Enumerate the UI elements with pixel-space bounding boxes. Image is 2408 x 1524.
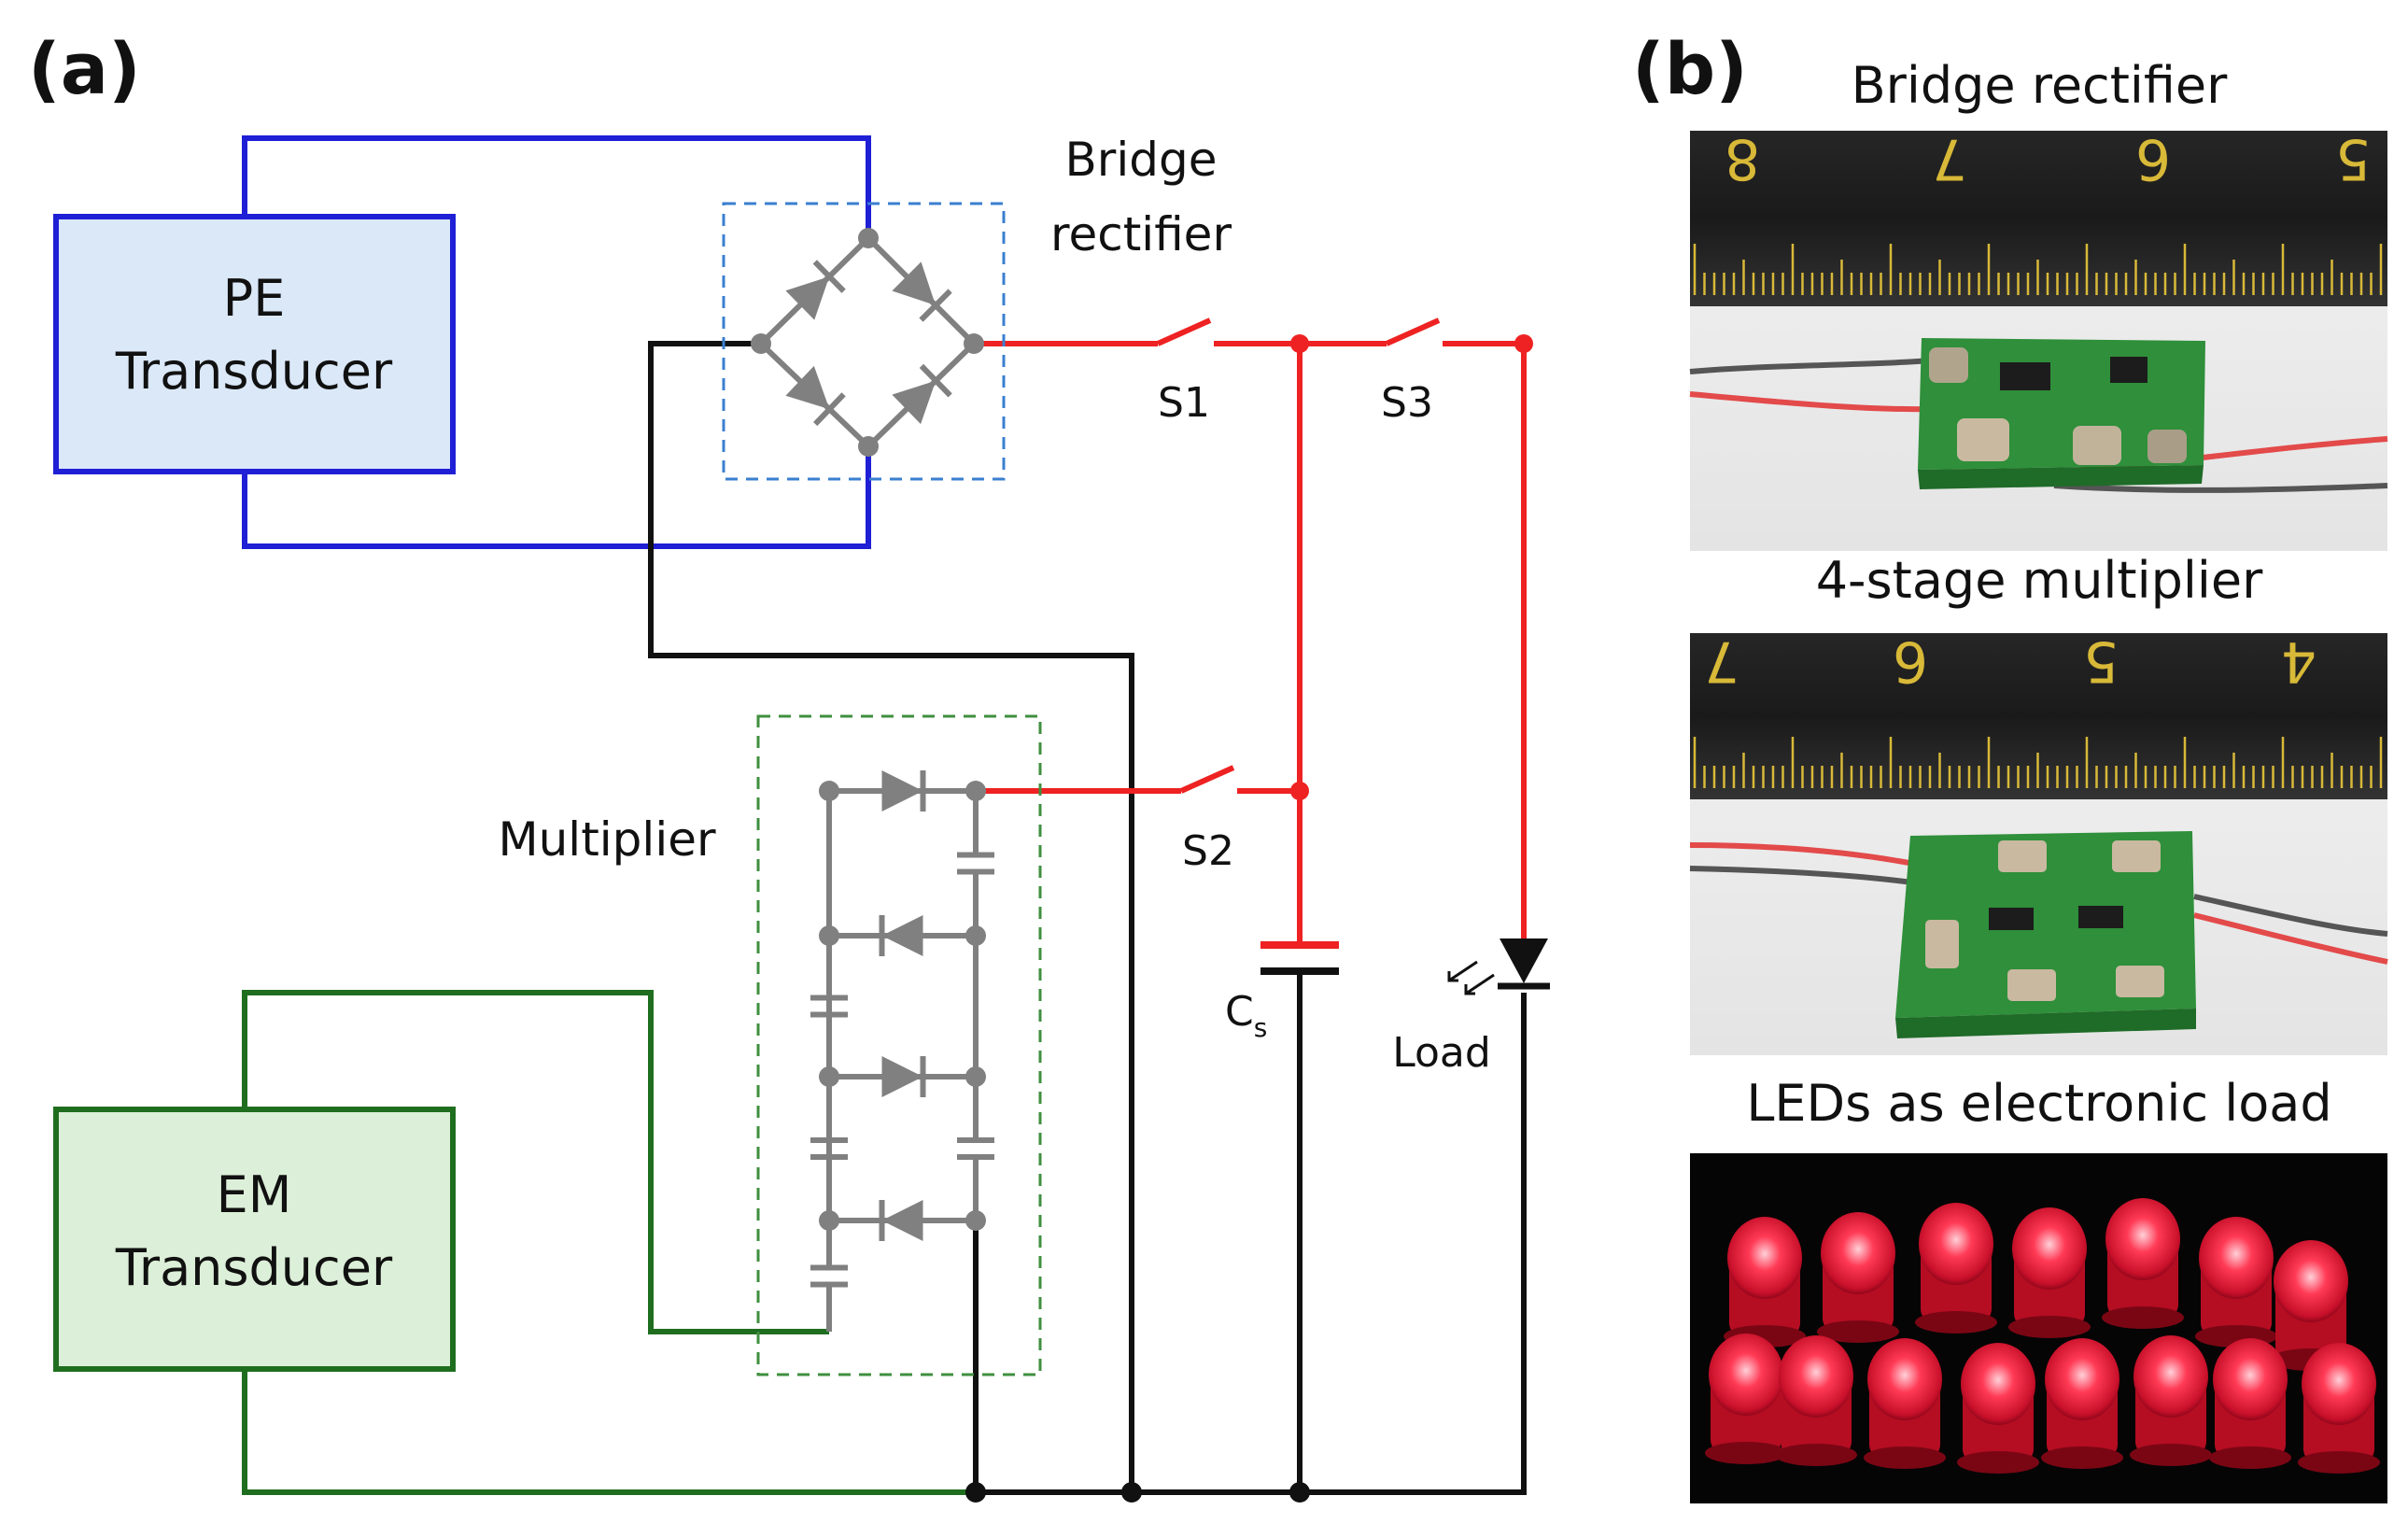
multiplier-node-r2	[965, 925, 986, 946]
switch-s1-label: S1	[1158, 379, 1210, 427]
led-1	[1724, 1217, 1806, 1348]
photo-title-leds: LEDs as electronic load	[1746, 1074, 2331, 1133]
ruler-multiplier: 7 6 5 4	[1693, 628, 2383, 788]
led-load-symbol	[1447, 938, 1550, 995]
multiplier-node-r1	[965, 781, 986, 801]
led-13	[2130, 1335, 2212, 1466]
panel-a-label: (a)	[28, 27, 141, 110]
switch-s1	[1156, 318, 1212, 346]
ruler-number: 5	[2335, 126, 2371, 191]
ground-junctions	[965, 1482, 1310, 1503]
switch-s3-label: S3	[1381, 379, 1433, 427]
em-transducer-label-line2: Transducer	[115, 1238, 393, 1297]
storage-capacitor	[1260, 941, 1339, 975]
bridge-node-4	[751, 333, 771, 354]
led-8	[1705, 1334, 1787, 1464]
panel-b-label: (b)	[1632, 27, 1748, 110]
led-6	[2195, 1217, 2277, 1348]
led-12	[2041, 1338, 2123, 1469]
bridge-node-2	[964, 333, 984, 354]
multiplier-network	[810, 770, 994, 1332]
led-5	[2102, 1198, 2184, 1329]
bridge-rectifier-label-line2: rectifier	[1050, 207, 1232, 261]
load-label: Load	[1392, 1029, 1491, 1077]
switch-s3	[1385, 318, 1441, 346]
bridge-diode-1	[758, 235, 871, 346]
led-14	[2209, 1338, 2291, 1469]
em-transducer-label-line1: EM	[217, 1165, 292, 1224]
led-2	[1817, 1212, 1899, 1343]
led-9	[1775, 1335, 1857, 1466]
pe-transducer-label-line1: PE	[223, 269, 286, 328]
bridge-diode-3	[758, 341, 871, 449]
switch-s2-label: S2	[1182, 827, 1234, 875]
photo-leds	[1690, 1153, 2387, 1503]
bridge-node-3	[858, 436, 879, 457]
ruler-number: 6	[1893, 628, 1928, 694]
led-10	[1864, 1338, 1946, 1469]
pe-transducer-label-line2: Transducer	[115, 342, 393, 401]
bridge-rectifier-box	[722, 202, 1006, 481]
photo-multiplier: 7 6 5 4	[1689, 628, 2388, 1055]
ruler-number: 7	[1704, 628, 1739, 694]
pe-transducer-box	[53, 214, 456, 474]
capacitor-symbol: C	[1225, 988, 1254, 1036]
photo-title-bridge: Bridge rectifier	[1852, 56, 2229, 115]
em-wires	[242, 990, 976, 1495]
ground-wires	[648, 341, 1527, 1495]
pe-wires	[242, 135, 871, 549]
multiplier-cap-right-1	[957, 791, 994, 936]
led-11	[1957, 1343, 2039, 1474]
bridge-diode-4	[866, 341, 977, 449]
multiplier-diode-2	[829, 915, 976, 956]
switch-s2	[1179, 765, 1235, 794]
multiplier-cap-left-1	[810, 936, 848, 1077]
ruler-number: 7	[1932, 126, 1967, 191]
multiplier-cap-right-2	[957, 1077, 994, 1221]
multiplier-node-l2	[819, 925, 839, 946]
ruler-number: 6	[2135, 126, 2171, 191]
multiplier-node-l1	[819, 781, 839, 801]
bridge-diodes	[751, 228, 984, 457]
bridge-rectifier-label-line1: Bridge	[1065, 133, 1218, 187]
multiplier-cap-left-2	[810, 1077, 848, 1221]
ruler-number: 4	[2281, 628, 2316, 694]
multiplier-diode-1	[829, 770, 976, 811]
multiplier-node-l4	[819, 1210, 839, 1231]
ruler-bridge: 8 7 6 5	[1693, 126, 2383, 295]
capacitor-subscript: s	[1254, 1012, 1268, 1043]
dc-wires	[974, 341, 1527, 945]
multiplier-diode-3	[829, 1056, 976, 1097]
photo-bridge-rectifier: 8 7 6 5	[1689, 126, 2388, 551]
multiplier-node-r4	[965, 1210, 986, 1231]
led-4	[2008, 1207, 2091, 1338]
multiplier-box	[756, 714, 1042, 1376]
dc-junctions	[1290, 334, 1533, 800]
multiplier-cap-bottom	[810, 1221, 848, 1332]
multiplier-label: Multiplier	[498, 812, 716, 867]
bridge-node-1	[858, 228, 879, 248]
led-15	[2298, 1343, 2380, 1474]
bridge-diode-2	[866, 235, 977, 346]
multiplier-diode-4	[829, 1200, 976, 1241]
multiplier-node-l3	[819, 1066, 839, 1087]
capacitor-label: Cs	[1225, 988, 1267, 1043]
multiplier-node-r3	[965, 1066, 986, 1087]
ruler-number: 8	[1725, 126, 1760, 191]
led-3	[1915, 1203, 1997, 1334]
em-transducer-box	[53, 1107, 456, 1372]
photo-title-multiplier: 4-stage multiplier	[1816, 551, 2263, 610]
ruler-number: 5	[2083, 628, 2119, 694]
